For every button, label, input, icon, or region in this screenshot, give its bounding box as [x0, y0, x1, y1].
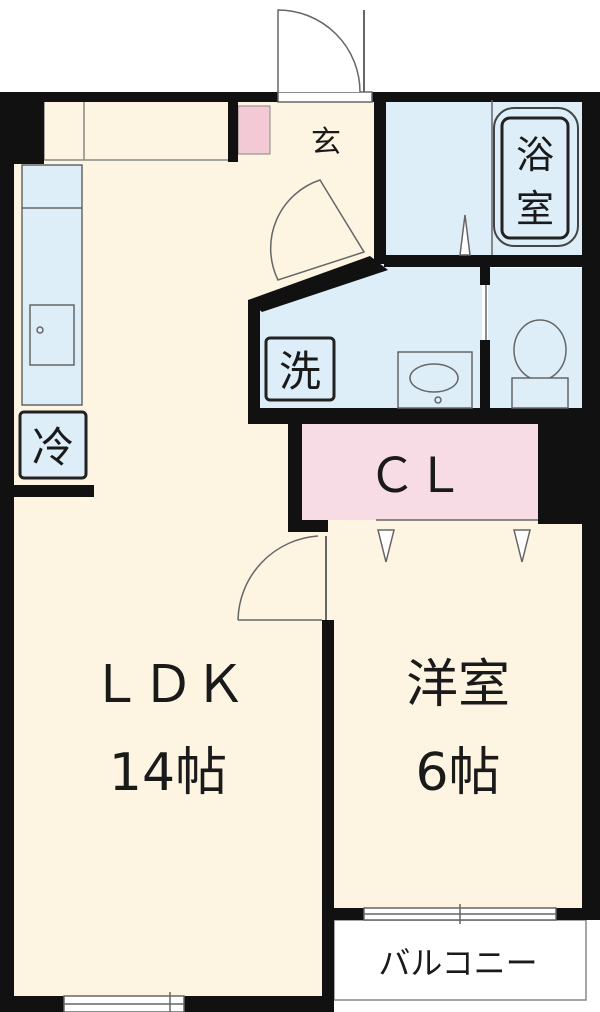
bathroom-label-box — [500, 116, 570, 240]
ldk-name: ＬＤＫ — [90, 655, 246, 715]
bath-door — [459, 214, 471, 256]
sink — [29, 304, 75, 366]
front-door-swing — [277, 9, 361, 93]
washroom-door-swing — [269, 179, 366, 281]
closet-door-hinge-right — [513, 529, 531, 563]
balcony-floor — [333, 919, 587, 1001]
washroom-label: 洗 — [279, 347, 321, 396]
toilet-bowl — [513, 319, 567, 381]
walls — [0, 92, 600, 1012]
western-door-swing — [237, 535, 319, 621]
closet-floor — [298, 424, 542, 520]
sink-drain — [36, 326, 44, 334]
bathroom-label-line2: 室 — [516, 187, 554, 231]
refrigerator-label: 冷 — [32, 423, 74, 472]
entrance-marker — [237, 105, 271, 155]
closet-label: ＣＬ — [368, 448, 464, 504]
washroom-label-box — [264, 336, 336, 402]
western-room-name: 洋室 — [406, 655, 510, 715]
washbasin-tap — [434, 396, 442, 404]
western-room-size: 6帖 — [415, 743, 500, 803]
western-room-floor — [330, 520, 586, 912]
ldk-size: 14帖 — [109, 743, 227, 803]
front-door-frame — [277, 91, 373, 103]
washbasin-bowl — [409, 363, 459, 393]
bathroom-label-line1: 浴 — [516, 133, 554, 177]
toilet-tank — [511, 377, 569, 409]
closet-door-hinge-left — [377, 529, 395, 563]
bathtub — [493, 107, 579, 247]
balcony-label: バルコニー — [378, 944, 537, 982]
refrigerator-label-box — [18, 410, 88, 480]
kitchen-counter — [21, 164, 83, 406]
entrance-label: 玄 — [311, 125, 341, 160]
